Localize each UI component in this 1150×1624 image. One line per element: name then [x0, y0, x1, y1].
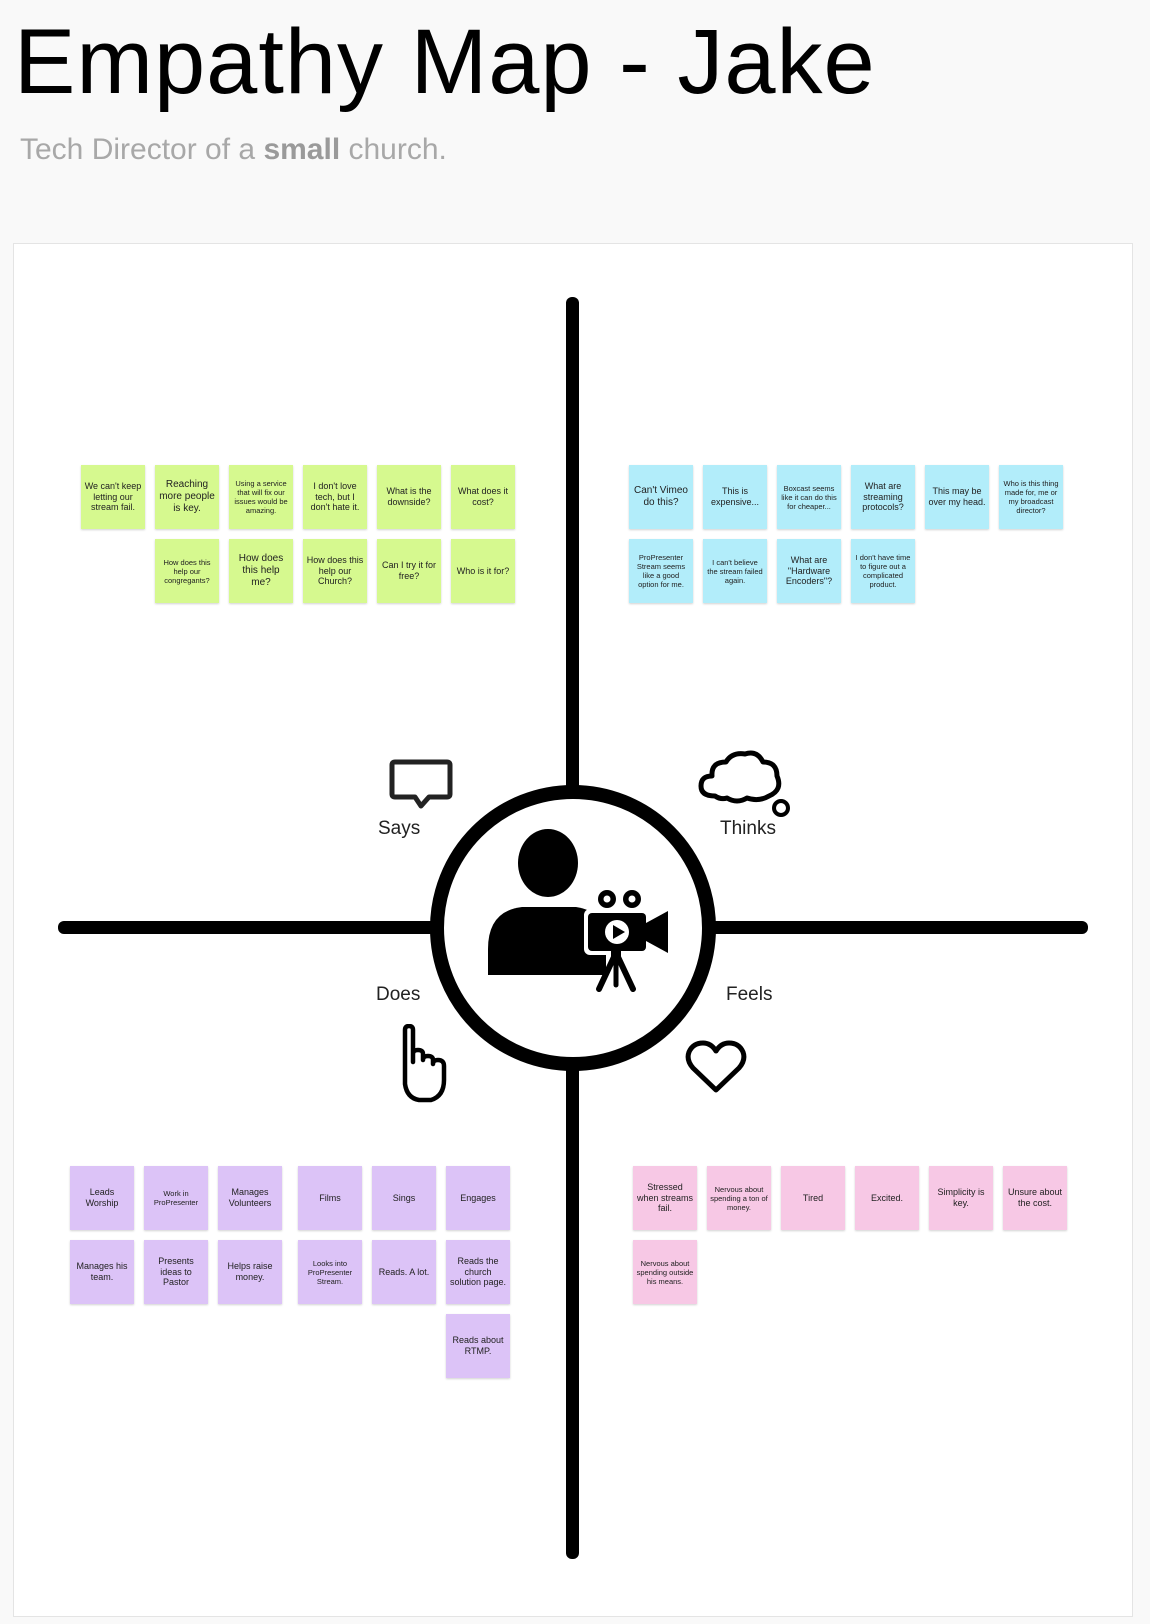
says-note: How does this help our Church? [303, 539, 367, 603]
does-note: Leads Worship [70, 1166, 134, 1230]
feels-note: Nervous about spending outside his means… [633, 1240, 697, 1304]
says-note: Reaching more people is key. [155, 465, 219, 529]
heart-icon [685, 1040, 747, 1093]
thinks-note: Can't Vimeo do this? [629, 465, 693, 529]
subtitle-text-end: church. [340, 133, 447, 166]
says-note: How does this help me? [229, 539, 293, 603]
does-note: Engages [446, 1166, 510, 1230]
thinks-note: ProPresenter Stream seems like a good op… [629, 539, 693, 603]
does-note: Films [298, 1166, 362, 1230]
does-note: Reads about RTMP. [446, 1314, 510, 1378]
says-note: I don't love tech, but I don't hate it. [303, 465, 367, 529]
does-note: Manages Volunteers [218, 1166, 282, 1230]
speech-bubble-icon [389, 759, 453, 809]
thinks-note: Who is this thing made for, me or my bro… [999, 465, 1063, 529]
thinks-note: This may be over my head. [925, 465, 989, 529]
subtitle-text: Tech Director of a [20, 133, 264, 166]
thinks-label: Thinks [720, 818, 776, 839]
feels-note: Stressed when streams fail. [633, 1166, 697, 1230]
center-persona-circle [430, 785, 716, 1071]
does-note: Reads the church solution page. [446, 1240, 510, 1304]
thought-cloud-icon [698, 750, 790, 817]
says-note: Who is it for? [451, 539, 515, 603]
feels-note: Nervous about spending a ton of money. [707, 1166, 771, 1230]
does-note: Presents ideas to Pastor [144, 1240, 208, 1304]
feels-note: Simplicity is key. [929, 1166, 993, 1230]
thinks-note: What are streaming protocols? [851, 465, 915, 529]
says-note: We can't keep letting our stream fail. [81, 465, 145, 529]
pointing-hand-icon [402, 1024, 447, 1103]
says-note: Can I try it for free? [377, 539, 441, 603]
page-subtitle: Tech Director of a small church. [20, 132, 447, 168]
does-note: Sings [372, 1166, 436, 1230]
does-note: Reads. A lot. [372, 1240, 436, 1304]
feels-note: Unsure about the cost. [1003, 1166, 1067, 1230]
feels-note: Excited. [855, 1166, 919, 1230]
says-note: Using a service that will fix our issues… [229, 465, 293, 529]
page-title: Empathy Map - Jake [14, 11, 876, 113]
does-note: Looks into ProPresenter Stream. [298, 1240, 362, 1304]
thinks-note: This is expensive... [703, 465, 767, 529]
does-note: Manages his team. [70, 1240, 134, 1304]
thinks-note: What are "Hardware Encoders"? [777, 539, 841, 603]
says-note: What does it cost? [451, 465, 515, 529]
thinks-note: I can't believe the stream failed again. [703, 539, 767, 603]
says-label: Says [378, 818, 421, 839]
feels-note: Tired [781, 1166, 845, 1230]
does-note: Work in ProPresenter [144, 1166, 208, 1230]
feels-label: Feels [726, 984, 773, 1005]
says-note: What is the downside? [377, 465, 441, 529]
subtitle-emphasis: small [263, 133, 341, 166]
says-note: How does this help our congregants? [155, 539, 219, 603]
person-with-camera-icon [488, 829, 668, 992]
thinks-note: Boxcast seems like it can do this for ch… [777, 465, 841, 529]
thinks-note: I don't have time to figure out a compli… [851, 539, 915, 603]
does-note: Helps raise money. [218, 1240, 282, 1304]
does-label: Does [376, 984, 421, 1005]
